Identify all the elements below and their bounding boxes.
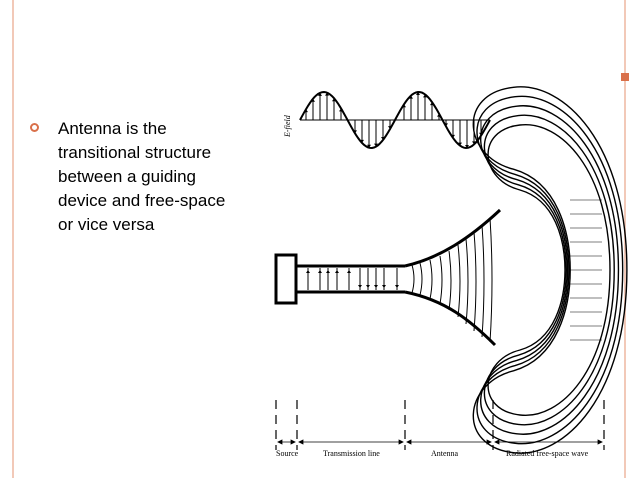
antenna-field-line xyxy=(489,217,493,343)
efield-arrowhead xyxy=(339,108,343,112)
efield-arrowhead xyxy=(416,92,420,96)
efield-arrowhead xyxy=(458,142,462,146)
efield-arrowhead xyxy=(444,123,448,127)
efield-arrowhead xyxy=(353,130,357,134)
slide-frame-left xyxy=(12,0,14,478)
antenna-field-line xyxy=(465,238,469,325)
efield-arrowhead xyxy=(437,113,441,117)
antenna-field-line xyxy=(457,244,461,318)
efield-arrowhead xyxy=(388,126,392,130)
efield-arrowhead xyxy=(423,94,427,98)
efield-arrowhead xyxy=(465,144,469,148)
radiated-wavefront xyxy=(483,114,615,426)
bullet-text: Antenna is the transitional structure be… xyxy=(58,119,226,234)
efield-arrowhead xyxy=(304,109,308,113)
frame-accent-marker xyxy=(621,73,629,81)
source-block xyxy=(274,253,298,305)
transmission-line xyxy=(296,264,405,294)
efield-arrowhead xyxy=(409,95,413,99)
efield-arrowhead xyxy=(430,102,434,106)
antenna-field-line xyxy=(473,231,477,332)
label-antenna: Antenna xyxy=(431,449,459,458)
antenna-flare xyxy=(404,208,502,347)
efield-arrowhead xyxy=(451,134,455,138)
efield-arrowhead xyxy=(367,144,371,148)
efield-wave xyxy=(299,90,491,150)
efield-arrowhead xyxy=(360,139,364,143)
label-source: Source xyxy=(276,449,299,458)
tl-field-arrowhead xyxy=(318,270,322,273)
antenna-field-line xyxy=(411,264,415,294)
efield-arrowhead xyxy=(374,143,378,147)
region-arrows xyxy=(277,439,603,445)
tl-field-arrowhead xyxy=(335,270,339,273)
tl-field-arrowhead xyxy=(395,285,399,288)
efield-label: E-field xyxy=(283,114,292,138)
efield-arrowhead xyxy=(318,92,322,96)
tl-field-arrowhead xyxy=(374,285,378,288)
efield-arrowhead xyxy=(381,136,385,140)
antenna-field-line xyxy=(439,255,443,305)
efield-arrowhead xyxy=(472,141,476,145)
efield-arrowhead xyxy=(311,98,315,102)
radiated-wavefront xyxy=(480,105,620,435)
bullet-circle-icon xyxy=(30,123,39,132)
antenna-field-line xyxy=(429,259,433,300)
region-boundaries xyxy=(275,400,605,450)
radiated-wavefront xyxy=(487,124,611,416)
tl-field-arrowhead xyxy=(306,270,310,273)
tl-field-arrowhead xyxy=(358,285,362,288)
tl-field-arrowhead xyxy=(382,285,386,288)
label-radiated-wave: Radiated free-space wave xyxy=(506,449,589,458)
efield-arrowhead xyxy=(402,104,406,108)
antenna-field-line xyxy=(481,224,485,338)
antenna-field-line xyxy=(419,262,423,296)
label-transmission-line: Transmission line xyxy=(323,449,380,458)
radiated-wavefront xyxy=(476,95,624,445)
tl-field-arrowhead xyxy=(366,285,370,288)
antenna-field-line xyxy=(448,250,452,311)
tl-field-arrowhead xyxy=(347,270,351,273)
radiated-wave xyxy=(472,86,628,454)
radiated-wavefront xyxy=(472,86,628,454)
efield-arrowhead xyxy=(332,98,336,102)
tl-field-arrowhead xyxy=(326,270,330,273)
efield-arrowhead xyxy=(325,92,329,96)
